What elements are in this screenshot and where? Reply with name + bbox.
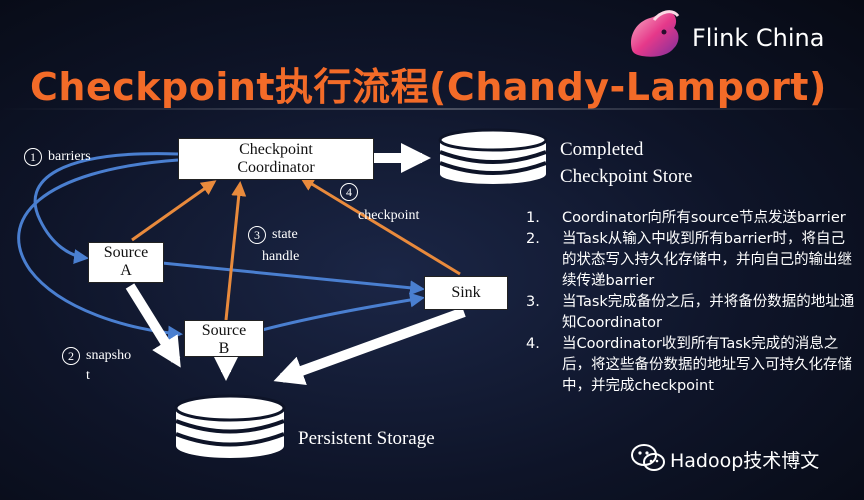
source-b-line2: B	[218, 340, 230, 357]
step-number: 4.	[526, 336, 540, 352]
label-state-text: state	[272, 227, 298, 242]
step-number: 3.	[526, 294, 540, 310]
step-text: 当Task完成备份之后，并将备份数据的地址通知Coordinator	[562, 294, 855, 331]
label-snapshot: 2 snapsho t	[62, 346, 131, 386]
data-arrow-b-to-sink	[261, 292, 425, 332]
brand-name: Flink China	[692, 24, 825, 52]
label-state-handle: 3 state handle	[248, 224, 299, 268]
data-arrow-a-to-sink	[161, 261, 425, 296]
persistent-storage-cylinder	[174, 394, 286, 458]
step-text: Coordinator向所有source节点发送barrier	[562, 210, 846, 226]
step-number: 1.	[526, 210, 540, 226]
step-item: 3. 当Task完成备份之后，并将备份数据的地址通知Coordinator	[526, 292, 856, 334]
sink-label: Sink	[451, 284, 481, 301]
completed-store-cylinder	[438, 128, 548, 184]
snapshot-arrow-a	[125, 283, 181, 368]
wechat-icon	[631, 444, 665, 471]
step-item: 1. Coordinator向所有source节点发送barrier	[526, 208, 856, 229]
checkpoint-coordinator-box: Checkpoint Coordinator	[178, 138, 374, 180]
label-barriers: 1 barriers	[24, 148, 91, 166]
coordinator-line1: Checkpoint	[239, 141, 313, 158]
step-4-badge: 4	[340, 182, 358, 201]
source-a-box: Source A	[88, 242, 164, 283]
completed-store-line2: Checkpoint Store	[560, 166, 693, 187]
completed-store-line1: Completed	[560, 139, 644, 160]
step-3-badge: 3	[248, 225, 266, 244]
step-item: 2. 当Task从输入中收到所有barrier时，将自己的状态写入持久化存储中，并…	[526, 229, 856, 292]
completed-store-label: Completed Checkpoint Store	[560, 136, 692, 190]
state-handle-arrow-a	[131, 180, 217, 242]
step-item: 4. 当Coordinator收到所有Task完成的消息之后，将这些备份数据的地址…	[526, 334, 856, 397]
footer-text: Hadoop技术博文	[670, 450, 820, 472]
step-2-badge: 2	[62, 346, 80, 365]
source-a-line1: Source	[103, 244, 149, 261]
title-divider	[0, 108, 864, 110]
label-checkpoint: 4 checkpoint	[340, 180, 419, 228]
steps-list: 1. Coordinator向所有source节点发送barrier 2. 当Tas…	[526, 208, 856, 397]
label-barriers-text: barriers	[48, 149, 91, 165]
persistent-storage-label: Persistent Storage	[298, 428, 435, 449]
checkpoint-arrow-sink	[299, 176, 461, 276]
squirrel-logo-icon	[630, 10, 680, 57]
slide-title: Checkpoint执行流程(Chandy-Lamport)	[30, 65, 827, 109]
step-text: 当Task从输入中收到所有barrier时，将自己的状态写入持久化存储中，并向自…	[562, 231, 852, 289]
step-1-badge: 1	[24, 148, 42, 166]
label-snapshot-text2: t	[86, 368, 90, 383]
coordinator-line2: Coordinator	[237, 159, 315, 176]
label-handle-text: handle	[262, 249, 300, 264]
sink-box: Sink	[424, 276, 508, 310]
step-number: 2.	[526, 231, 540, 247]
barrier-arrow-to-source-b	[17, 158, 183, 341]
snapshot-arrow-sink	[273, 307, 466, 385]
label-checkpoint-text: checkpoint	[358, 208, 420, 223]
state-handle-arrow-b	[224, 181, 247, 321]
source-b-box: Source B	[184, 320, 264, 357]
source-b-line1: Source	[201, 322, 247, 339]
step-text: 当Coordinator收到所有Task完成的消息之后，将这些备份数据的地址写入…	[562, 336, 852, 394]
label-snapshot-text1: snapsho	[86, 348, 132, 363]
source-a-line2: A	[120, 262, 132, 279]
